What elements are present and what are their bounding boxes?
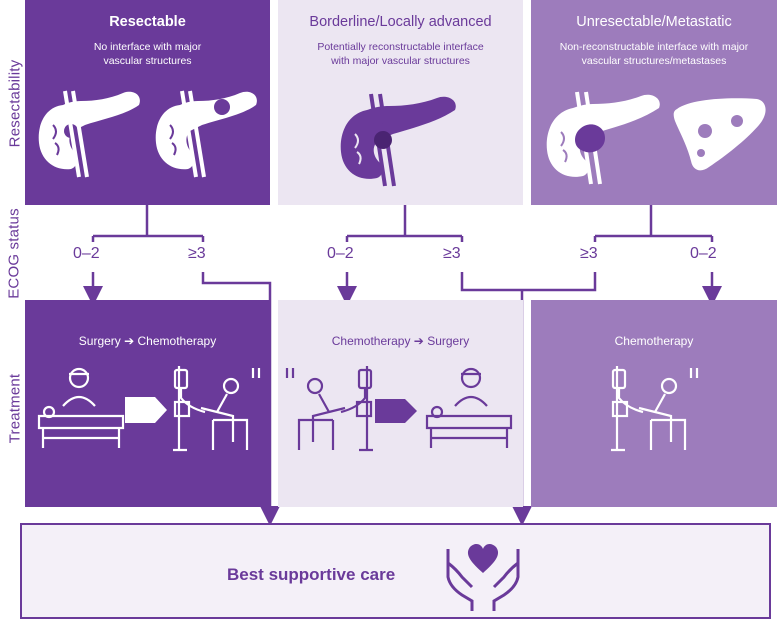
arrow-block-icon [375,399,417,423]
borderline-title: Borderline/Locally advanced [309,14,492,30]
pancreas-icon [340,93,456,187]
borderline-panel: Borderline/Locally advanced Potentially … [278,0,523,205]
chemotherapy-patient-icon [173,366,261,452]
resectable-subtitle: No interface with major vascular structu… [93,41,202,67]
arrow-block-icon [125,397,167,423]
borderline-treatment-label: Chemotherapy ➔ Surgery [331,334,470,348]
borderline-treatment-panel: Chemotherapy ➔ Surgery [278,300,523,507]
ecog-label-resectable-0-2: 0–2 [73,245,100,262]
unresectable-treatment-label: Chemotherapy [614,334,694,348]
surgery-patient-icon [37,367,125,448]
best-supportive-care-box: Best supportive care [20,523,771,619]
borderline-subtitle: Potentially reconstructable interface wi… [317,41,484,67]
liver-metastases-icon [673,98,766,171]
heart-hands-icon [446,543,520,611]
unresectable-title: Unresectable/Metastatic [576,14,732,30]
resectable-title: Resectable [109,14,186,30]
unresectable-subtitle: Non-reconstructable interface with major… [559,41,749,67]
resectable-treatment-panel: Surgery ➔ Chemotherapy [25,300,270,507]
pancreas-icon [38,90,140,178]
ecog-label-unresectable-3: ≥3 [580,245,598,262]
resectable-treatment-label: Surgery ➔ Chemotherapy [78,334,217,348]
pancreas-tumor-icon [546,91,660,185]
best-supportive-care-label: Best supportive care [227,565,396,584]
ecog-label-resectable-3: ≥3 [188,245,206,262]
pancreas-tumor-icon [155,90,257,178]
ecog-label-borderline-3: ≥3 [443,245,461,262]
unresectable-treatment-panel: Chemotherapy [531,300,777,507]
unresectable-panel: Unresectable/Metastatic Non-reconstructa… [531,0,777,205]
ecog-label-borderline-0-2: 0–2 [327,245,354,262]
ecog-label-unresectable-0-2: 0–2 [690,245,717,262]
resectable-panel: Resectable No interface with major vascu… [25,0,270,205]
chemotherapy-patient-icon [285,366,373,452]
chemotherapy-patient-icon [611,366,699,452]
surgery-patient-icon [425,367,513,448]
